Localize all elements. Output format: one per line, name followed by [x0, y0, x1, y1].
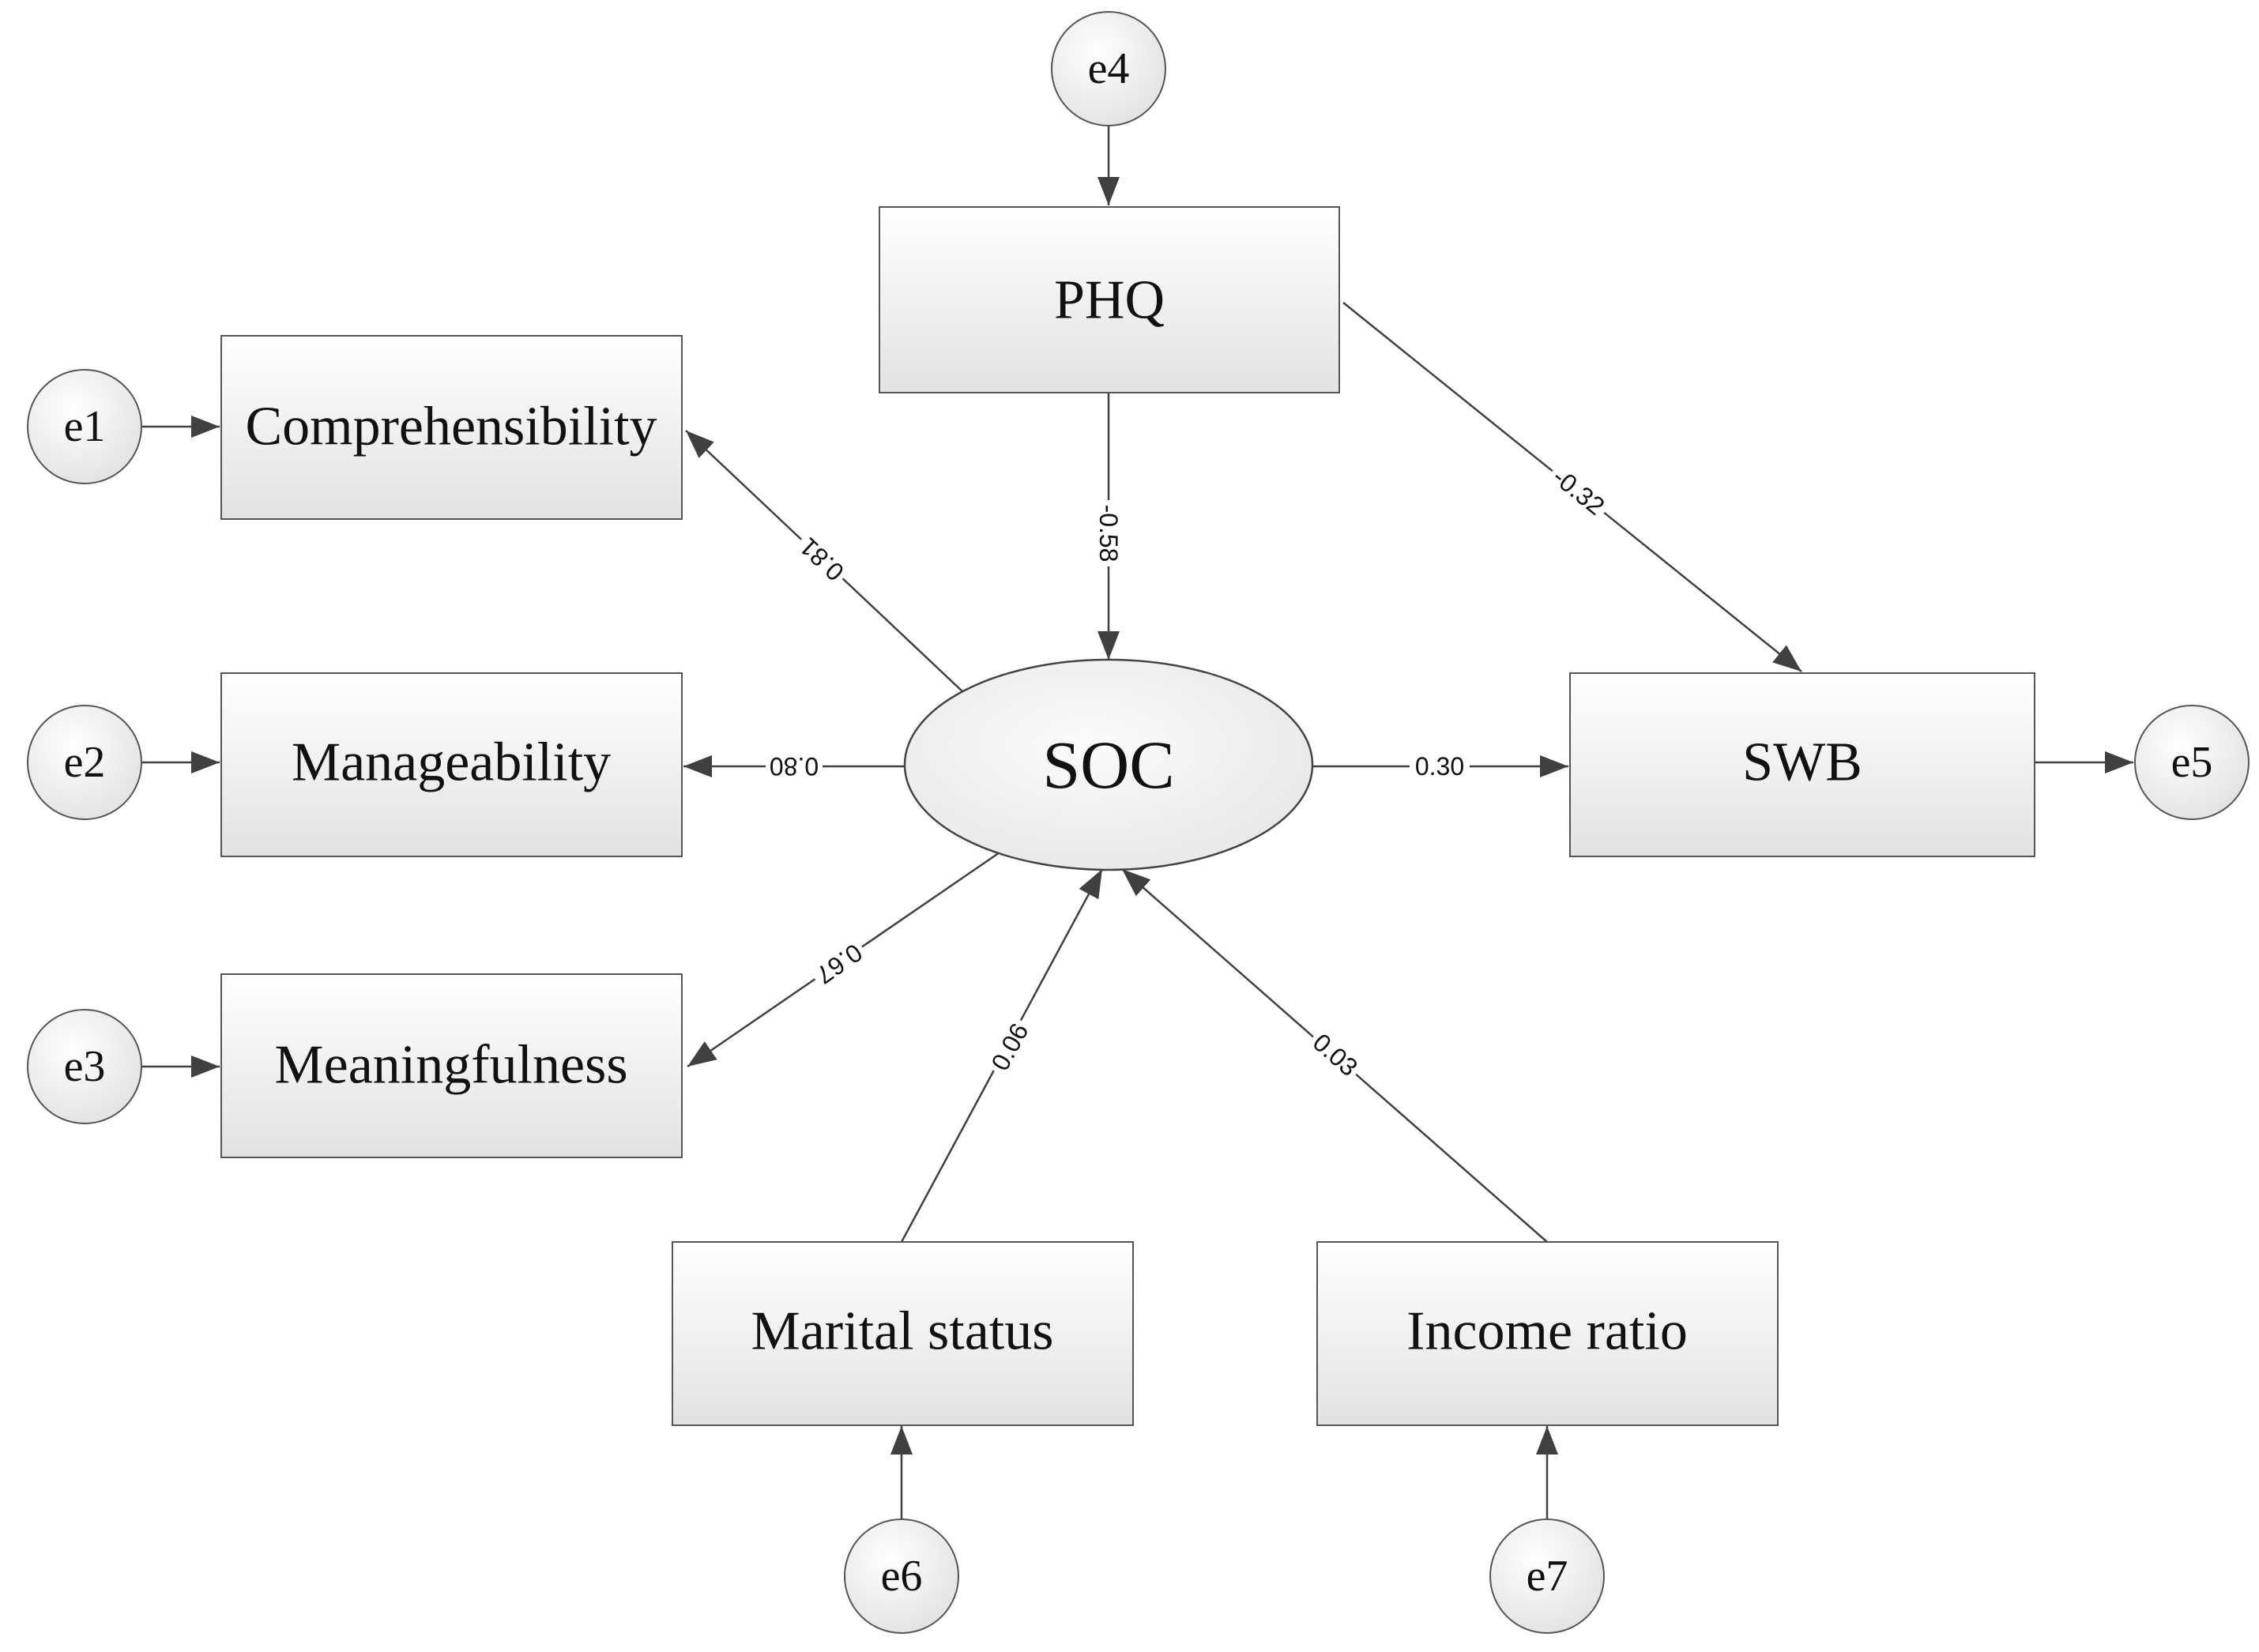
error-terms: e1 e2 e3 e4 e5 e6 e7	[27, 11, 2250, 1634]
node-comprehensibility-label: Comprehensibility	[245, 397, 657, 457]
error-e5: e5	[2134, 705, 2250, 820]
error-e6-label: e6	[881, 1552, 923, 1601]
error-e1-label: e1	[64, 402, 106, 451]
node-comprehensibility: Comprehensibility	[220, 335, 683, 520]
error-e4: e4	[1051, 11, 1166, 126]
error-e4-label: e4	[1088, 44, 1130, 93]
node-swb: SWB	[1569, 672, 2035, 857]
coef-phq-soc: -0.58	[1094, 505, 1123, 563]
error-e2: e2	[27, 705, 142, 820]
node-manageability-label: Manageability	[292, 732, 611, 793]
node-income-ratio: Income ratio	[1316, 1241, 1779, 1426]
error-e5-label: e5	[2171, 738, 2213, 787]
error-e3: e3	[27, 1009, 142, 1124]
observed-variables: PHQ Comprehensibility Manageability Mean…	[220, 206, 2035, 1426]
error-e3-label: e3	[64, 1042, 106, 1091]
error-e7: e7	[1489, 1518, 1605, 1634]
node-meaningfulness: Meaningfulness	[220, 973, 683, 1158]
coef-soc-manageability: 0.80	[770, 752, 819, 781]
node-soc: SOC	[903, 658, 1314, 871]
node-phq: PHQ	[879, 206, 1340, 393]
node-soc-label: SOC	[1042, 727, 1174, 803]
node-meaningfulness-label: Meaningfulness	[274, 1035, 627, 1096]
node-income-ratio-label: Income ratio	[1406, 1301, 1688, 1362]
error-e2-label: e2	[64, 738, 106, 787]
node-manageability: Manageability	[220, 672, 683, 857]
node-swb-label: SWB	[1742, 732, 1862, 793]
node-marital-status: Marital status	[672, 1241, 1134, 1426]
node-marital-status-label: Marital status	[751, 1301, 1054, 1362]
error-e7-label: e7	[1527, 1552, 1568, 1601]
coef-soc-swb: 0.30	[1415, 752, 1464, 781]
node-phq-label: PHQ	[1054, 270, 1165, 331]
error-e6: e6	[844, 1518, 959, 1634]
error-e1: e1	[27, 369, 142, 484]
